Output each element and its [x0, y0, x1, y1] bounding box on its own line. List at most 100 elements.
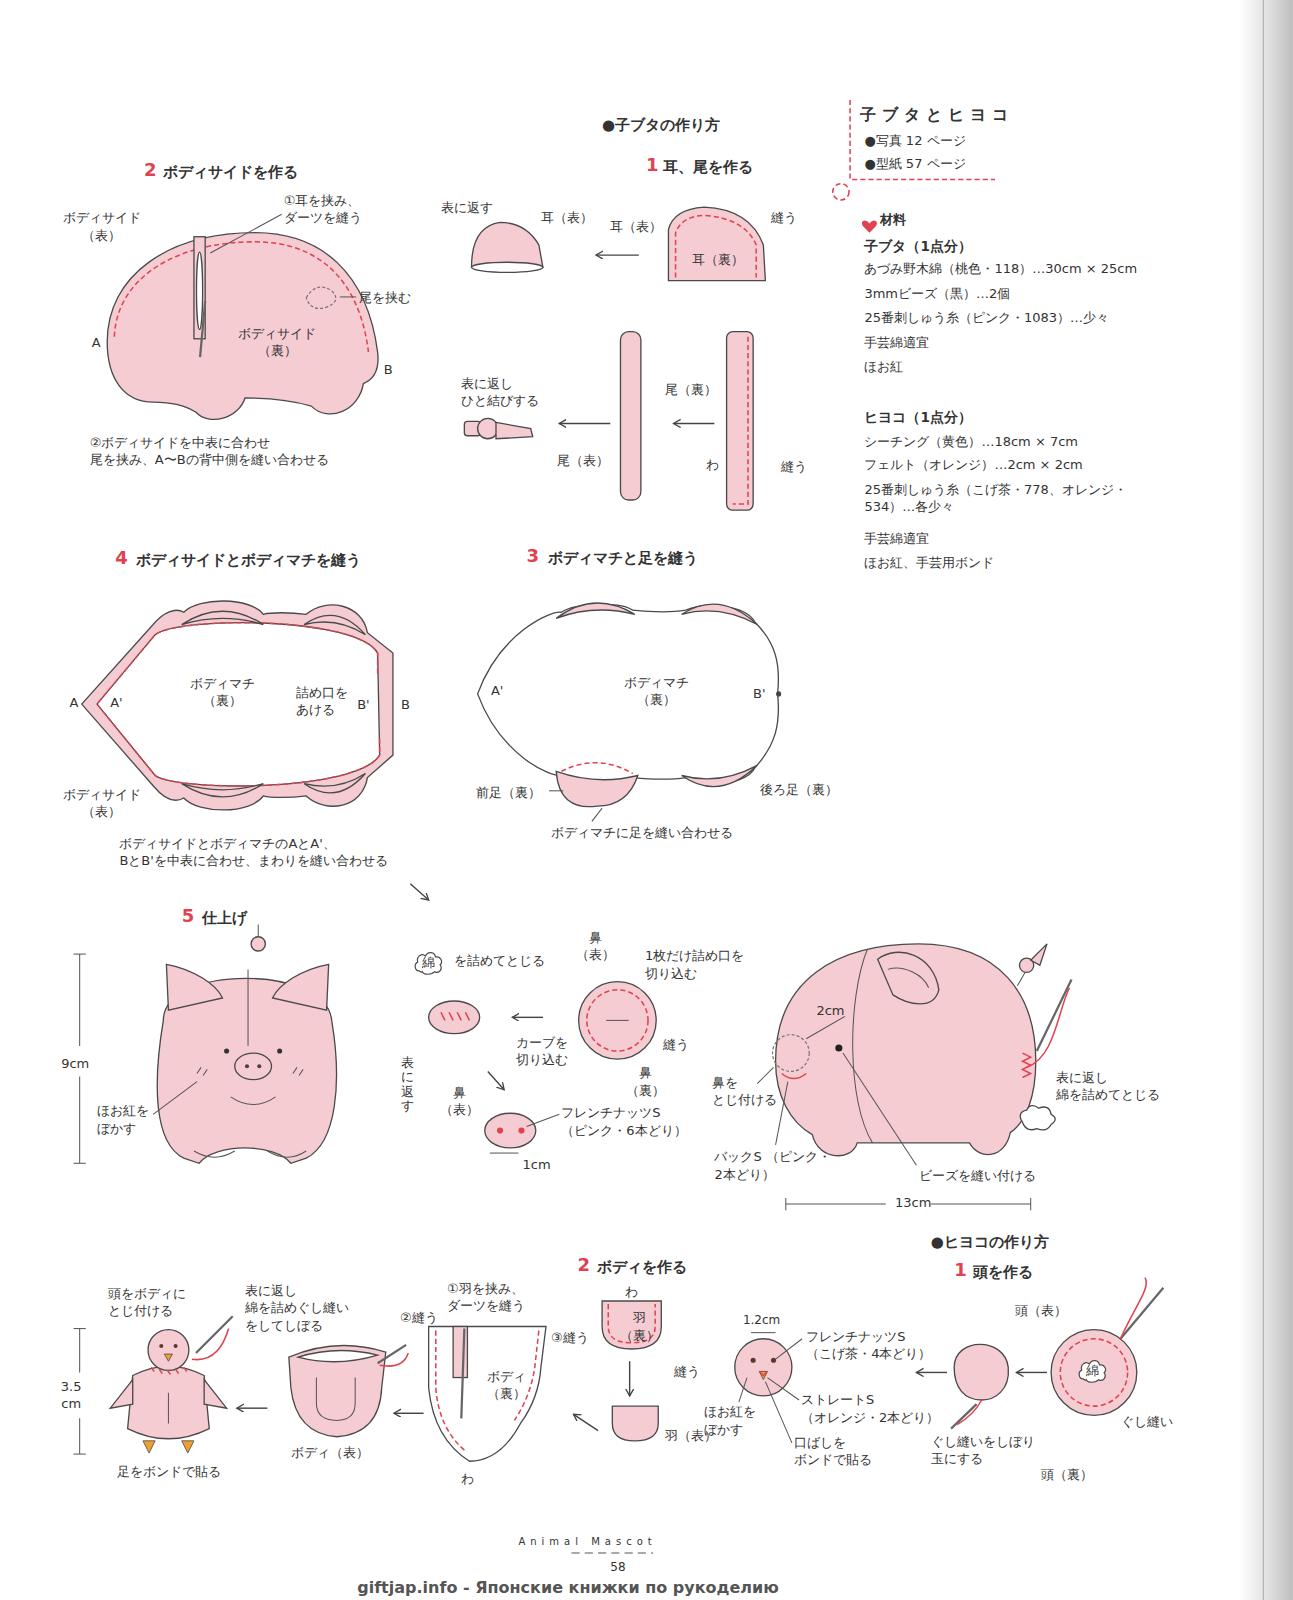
- note-text: 縫う: [771, 209, 797, 227]
- step-heading: 耳、尾を作る: [663, 157, 753, 177]
- note-text: 後ろ足（裏）: [760, 781, 838, 799]
- chick-finished-part: [192, 1329, 229, 1360]
- step-number: 4: [115, 546, 128, 570]
- side-and-gusset-part: [182, 611, 264, 624]
- gusset-and-legs: [410, 603, 781, 900]
- chick-head-steps-part: [1051, 1330, 1137, 1416]
- note-text: 縫う: [674, 1363, 700, 1381]
- chick-head-steps-part: [739, 1378, 747, 1402]
- pig-side-view-part: [773, 1035, 810, 1072]
- page-gutter: [1240, 0, 1293, 1600]
- chick-finished-part: [110, 1380, 132, 1409]
- tail-pieces-part: [496, 422, 533, 438]
- chick-head-steps-part: [759, 1371, 767, 1375]
- pig-front-view-part: [248, 969, 249, 1046]
- note-text: 1cm: [523, 1156, 551, 1174]
- note-text: 尾（裏）: [665, 381, 717, 399]
- tail-pieces-part: [620, 332, 640, 500]
- chick-wing-steps: [574, 1301, 662, 1441]
- body-side-piece-part: [107, 233, 378, 420]
- pig-front-view-part: [277, 1048, 282, 1053]
- note-text: 足をボンドで貼る: [117, 1463, 221, 1481]
- note-text: ボディ（表）: [291, 1444, 369, 1462]
- chick-finished-part: [168, 1393, 169, 1424]
- side-and-gusset-part: [304, 615, 365, 634]
- ear-pieces-part: [472, 262, 543, 272]
- nose-steps-part: [497, 1128, 503, 1134]
- note-text: シーチング（黄色）…18cm × 7cm: [864, 433, 1078, 451]
- pig-front-view-part: [79, 954, 80, 1046]
- chick-wing-steps-part: [602, 1301, 661, 1349]
- pig-side-view-part: [1030, 1198, 1031, 1210]
- note-text: ぐし縫い: [1121, 1413, 1173, 1431]
- pig-side-view-part: [776, 944, 1036, 1156]
- footer-text: 58: [610, 1559, 625, 1575]
- note-text: 耳（裏）: [692, 251, 744, 269]
- note-text: ぐし縫いをしぼり 玉にする: [931, 1433, 1038, 1468]
- chick-head-steps-part: [1016, 1372, 1047, 1373]
- chick-wing-steps-part: [629, 1361, 630, 1396]
- tail-pieces-part: [674, 423, 715, 424]
- note-text: 頭（表）: [1015, 1302, 1067, 1320]
- chick-body-steps: [237, 1327, 546, 1462]
- chick-finished-part: [159, 1344, 163, 1348]
- note-text: 前足（裏）: [476, 784, 541, 802]
- chick-body-steps-part: [298, 1350, 378, 1361]
- chick-finished-part: [79, 1329, 80, 1373]
- chick-head-steps-part: [1120, 1278, 1146, 1339]
- note-text: わ: [625, 1283, 638, 1301]
- chick-head-steps-part: [954, 1344, 1008, 1400]
- note-text: ボディマチに足を縫い合わせる: [551, 824, 733, 842]
- nose-steps-part: [579, 982, 657, 1060]
- note-text: ボディマチ （裏）: [623, 674, 691, 709]
- footer-rule-part: [572, 1553, 654, 1554]
- nose-steps-part: [441, 1012, 470, 1020]
- chick-head-steps: [735, 1278, 1164, 1443]
- ear-pieces-part: [472, 222, 543, 267]
- chick-finished-part: [182, 1441, 194, 1453]
- gusset-and-legs-part: [592, 808, 602, 821]
- note-text: A': [110, 694, 122, 712]
- note-text: 鼻 （裏）: [625, 1064, 667, 1099]
- ear-pieces-part: [676, 215, 757, 277]
- side-and-gusset-part: [82, 601, 393, 810]
- pig-front-view-part: [79, 1077, 80, 1164]
- cotton-cloud: 綿: [413, 950, 444, 976]
- step-number: 1: [646, 153, 659, 177]
- step-heading: ボディサイドとボディマチを縫う: [136, 550, 361, 570]
- chick-body-steps-part: [378, 1345, 407, 1363]
- note-text: ボディサイド （表）: [61, 209, 142, 244]
- chick-finished-part: [204, 1380, 226, 1409]
- note-text: フレンチナッツS （こげ茶・4本どり）: [806, 1328, 935, 1363]
- note-text: ボディサイドとボディマチのAとA'、 BとB'を中表に合わせ、まわりを縫い合わせ…: [119, 835, 391, 870]
- step-number: 3: [527, 544, 540, 568]
- chick-finished-part: [164, 1354, 172, 1361]
- body-side-piece-part: [197, 252, 203, 330]
- chick-finished-part: [143, 1441, 155, 1453]
- pig-front-view-part: [194, 1151, 306, 1157]
- step-heading: ボディサイドを作る: [163, 162, 298, 182]
- note-text: ②縫う: [400, 1309, 438, 1327]
- note-text: 頭（裏）: [1041, 1466, 1093, 1484]
- chick-body-steps-part: [429, 1327, 546, 1462]
- gusset-and-legs-part: [561, 763, 632, 774]
- chick-finished-part: [148, 1330, 189, 1371]
- pig-side-view-part: [843, 1053, 916, 1165]
- note-text: 鼻 （表）: [575, 929, 617, 964]
- tail-pieces: [464, 332, 753, 511]
- note-text: ボディサイド （表）: [61, 786, 142, 821]
- note-text: フレンチナッツS （ピンク・6本どり）: [561, 1104, 690, 1139]
- note-text: 3mmビーズ（黒）…2個: [864, 285, 1010, 303]
- note-text: ほお紅: [864, 358, 903, 376]
- note-text: A: [92, 334, 101, 352]
- note-text: 縫う: [781, 458, 807, 476]
- pig-front-view-part: [74, 954, 86, 955]
- title-bracket-part: [833, 184, 849, 200]
- chick-head-steps-part: [751, 1332, 775, 1333]
- pig-front-view-part: [251, 937, 265, 951]
- note-text: 2cm: [816, 1002, 844, 1020]
- side-and-gusset: [82, 601, 393, 810]
- pig-side-view-part: [931, 1204, 1031, 1205]
- note-text: 表に返し ひと結びする: [461, 375, 542, 410]
